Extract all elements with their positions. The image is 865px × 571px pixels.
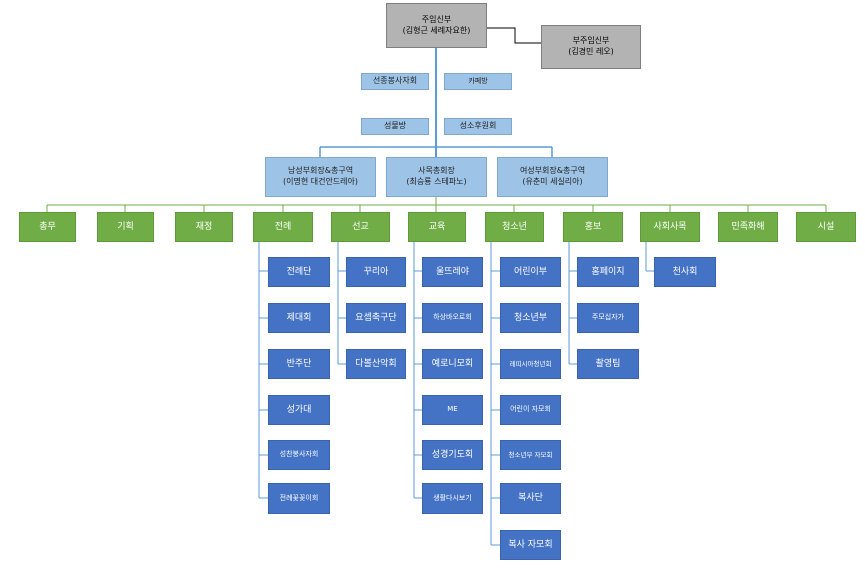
liturgy-item: 전례단 bbox=[268, 257, 330, 287]
youth-item: 청소년부 자모회 bbox=[500, 440, 561, 470]
social-item: 천사회 bbox=[654, 257, 716, 287]
leader-president-name: (최승룡 스테파노) bbox=[406, 177, 467, 186]
dept-mission: 선교 bbox=[331, 212, 390, 242]
liturgy-item: 성찬봉사자회 bbox=[268, 440, 330, 470]
mission-item: 다볼산악회 bbox=[346, 349, 406, 379]
youth-item: 복사 자모회 bbox=[500, 530, 561, 560]
leader-president-title: 사목총회장 bbox=[418, 166, 455, 176]
assistant-pastor-title: 부주임신부 bbox=[572, 36, 610, 46]
dept-social-ministry: 사회사목 bbox=[640, 212, 700, 242]
dept-reconciliation: 민족화해 bbox=[718, 212, 778, 242]
liturgy-item: 반주단 bbox=[268, 349, 330, 379]
education-item: ME bbox=[422, 395, 483, 425]
youth-item: 청소년부 bbox=[500, 303, 561, 333]
dept-education: 교육 bbox=[408, 212, 466, 242]
education-item: 생활다시보기 bbox=[422, 483, 483, 514]
promotion-item: 주모십자가 bbox=[577, 303, 639, 333]
youth-item: 어린이부 bbox=[500, 257, 561, 287]
liturgy-item: 제대회 bbox=[268, 303, 330, 333]
youth-item: 레띠시아청년회 bbox=[500, 349, 561, 379]
education-item: 하상바오로회 bbox=[422, 303, 483, 333]
education-item: 예로니모회 bbox=[422, 349, 483, 379]
pastor-box: 주임신부 (김형근 세례자요한) bbox=[386, 3, 487, 48]
assistant-pastor-name: (김경민 레오) bbox=[568, 47, 614, 56]
youth-item: 어린이 자모회 bbox=[500, 395, 561, 425]
leader-president: 사목총회장 (최승룡 스테파노) bbox=[386, 157, 487, 197]
education-item: 울뜨레야 bbox=[422, 257, 483, 287]
mission-item: 꾸리아 bbox=[346, 257, 406, 287]
leader-women: 여성부회장&총구역 (유춘미 세실리아) bbox=[497, 157, 608, 197]
promotion-item: 촬영팀 bbox=[577, 349, 639, 379]
dept-facilities: 시설 bbox=[796, 212, 856, 242]
leader-women-name: (유춘미 세실리아) bbox=[522, 177, 583, 186]
council-evangelization: 선종봉사자회 bbox=[361, 73, 429, 90]
council-cafe: 카페방 bbox=[444, 73, 512, 90]
dept-liturgy: 전례 bbox=[253, 212, 313, 242]
assistant-pastor-box: 부주임신부 (김경민 레오) bbox=[541, 25, 641, 69]
leader-men: 남성부회장&총구역 (이명현 대건안드레아) bbox=[265, 157, 376, 197]
education-item: 성경기도회 bbox=[422, 440, 483, 470]
youth-item: 복사단 bbox=[500, 483, 561, 514]
liturgy-item: 전례꽃꽂이회 bbox=[268, 483, 330, 514]
dept-general-affairs: 총무 bbox=[19, 212, 76, 242]
leader-men-title: 남성부회장&총구역 bbox=[287, 166, 354, 176]
leader-women-title: 여성부회장&총구역 bbox=[519, 166, 586, 176]
dept-youth: 청소년 bbox=[485, 212, 544, 242]
mission-item: 요셉축구단 bbox=[346, 303, 406, 333]
council-songbang: 성물방 bbox=[361, 118, 429, 135]
dept-promotion: 홍보 bbox=[563, 212, 623, 242]
liturgy-item: 성가대 bbox=[268, 395, 330, 425]
dept-finance: 재정 bbox=[175, 212, 233, 242]
promotion-item: 홈페이지 bbox=[577, 257, 639, 287]
pastor-name: (김형근 세례자요한) bbox=[402, 25, 471, 35]
council-sponsor: 성소후원회 bbox=[444, 118, 512, 135]
pastor-title: 주임신부 bbox=[421, 14, 452, 24]
leader-men-name: (이명현 대건안드레아) bbox=[282, 177, 359, 186]
dept-planning: 기획 bbox=[97, 212, 154, 242]
